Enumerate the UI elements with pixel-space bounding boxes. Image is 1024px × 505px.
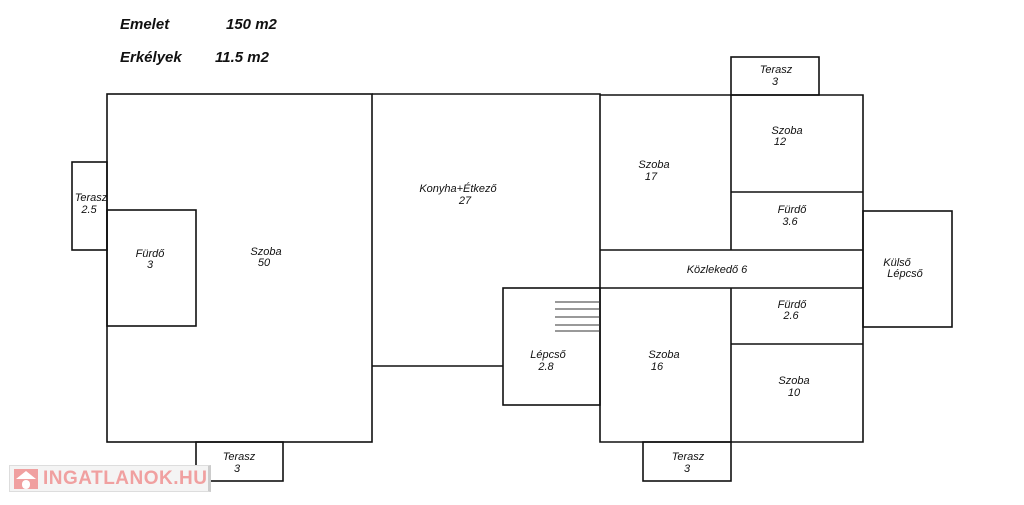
svg-text:50: 50 bbox=[258, 257, 271, 269]
svg-text:16: 16 bbox=[651, 361, 664, 373]
svg-text:Szoba: Szoba bbox=[250, 246, 281, 258]
svg-text:Külső: Külső bbox=[883, 257, 911, 269]
svg-text:Szoba: Szoba bbox=[778, 375, 809, 387]
watermark-logo: INGATLANOK.HU bbox=[9, 465, 211, 492]
svg-text:Terasz: Terasz bbox=[672, 451, 705, 463]
svg-text:17: 17 bbox=[645, 171, 658, 183]
balcony-label: Erkélyek bbox=[120, 49, 182, 66]
svg-text:3: 3 bbox=[772, 76, 779, 88]
svg-text:3.6: 3.6 bbox=[782, 216, 798, 228]
watermark-text: INGATLANOK.HU bbox=[43, 467, 208, 489]
svg-text:Szoba: Szoba bbox=[771, 125, 802, 137]
svg-text:3: 3 bbox=[147, 259, 154, 271]
svg-text:12: 12 bbox=[774, 136, 786, 148]
svg-text:Szoba: Szoba bbox=[648, 349, 679, 361]
stair-steps bbox=[555, 301, 600, 332]
floor-area: 150 m2 bbox=[226, 16, 278, 33]
svg-text:Terasz: Terasz bbox=[760, 64, 793, 76]
svg-text:27: 27 bbox=[458, 195, 472, 207]
house-icon bbox=[14, 468, 38, 489]
svg-text:Terasz: Terasz bbox=[223, 451, 256, 463]
walls bbox=[71, 56, 953, 482]
svg-text:2.8: 2.8 bbox=[537, 361, 554, 373]
svg-text:Lépcső: Lépcső bbox=[887, 268, 923, 280]
svg-text:3: 3 bbox=[234, 463, 241, 475]
svg-text:Konyha+Étkező: Konyha+Étkező bbox=[419, 182, 497, 195]
svg-text:Lépcső: Lépcső bbox=[530, 349, 566, 361]
svg-text:Fürdő: Fürdő bbox=[136, 248, 166, 260]
svg-text:Szoba: Szoba bbox=[638, 159, 669, 171]
balcony-area: 11.5 m2 bbox=[215, 49, 270, 66]
svg-text:2.6: 2.6 bbox=[782, 310, 799, 322]
svg-text:2.5: 2.5 bbox=[80, 204, 97, 216]
svg-text:10: 10 bbox=[788, 387, 801, 399]
svg-text:Terasz: Terasz bbox=[75, 192, 108, 204]
svg-text:Közlekedő 6: Közlekedő 6 bbox=[687, 264, 748, 276]
floor-label: Emelet bbox=[120, 16, 170, 33]
svg-text:Fürdő: Fürdő bbox=[778, 204, 808, 216]
svg-text:Fürdő: Fürdő bbox=[778, 299, 808, 311]
room-corridor: Közlekedő 6 bbox=[687, 264, 748, 276]
svg-text:3: 3 bbox=[684, 463, 691, 475]
